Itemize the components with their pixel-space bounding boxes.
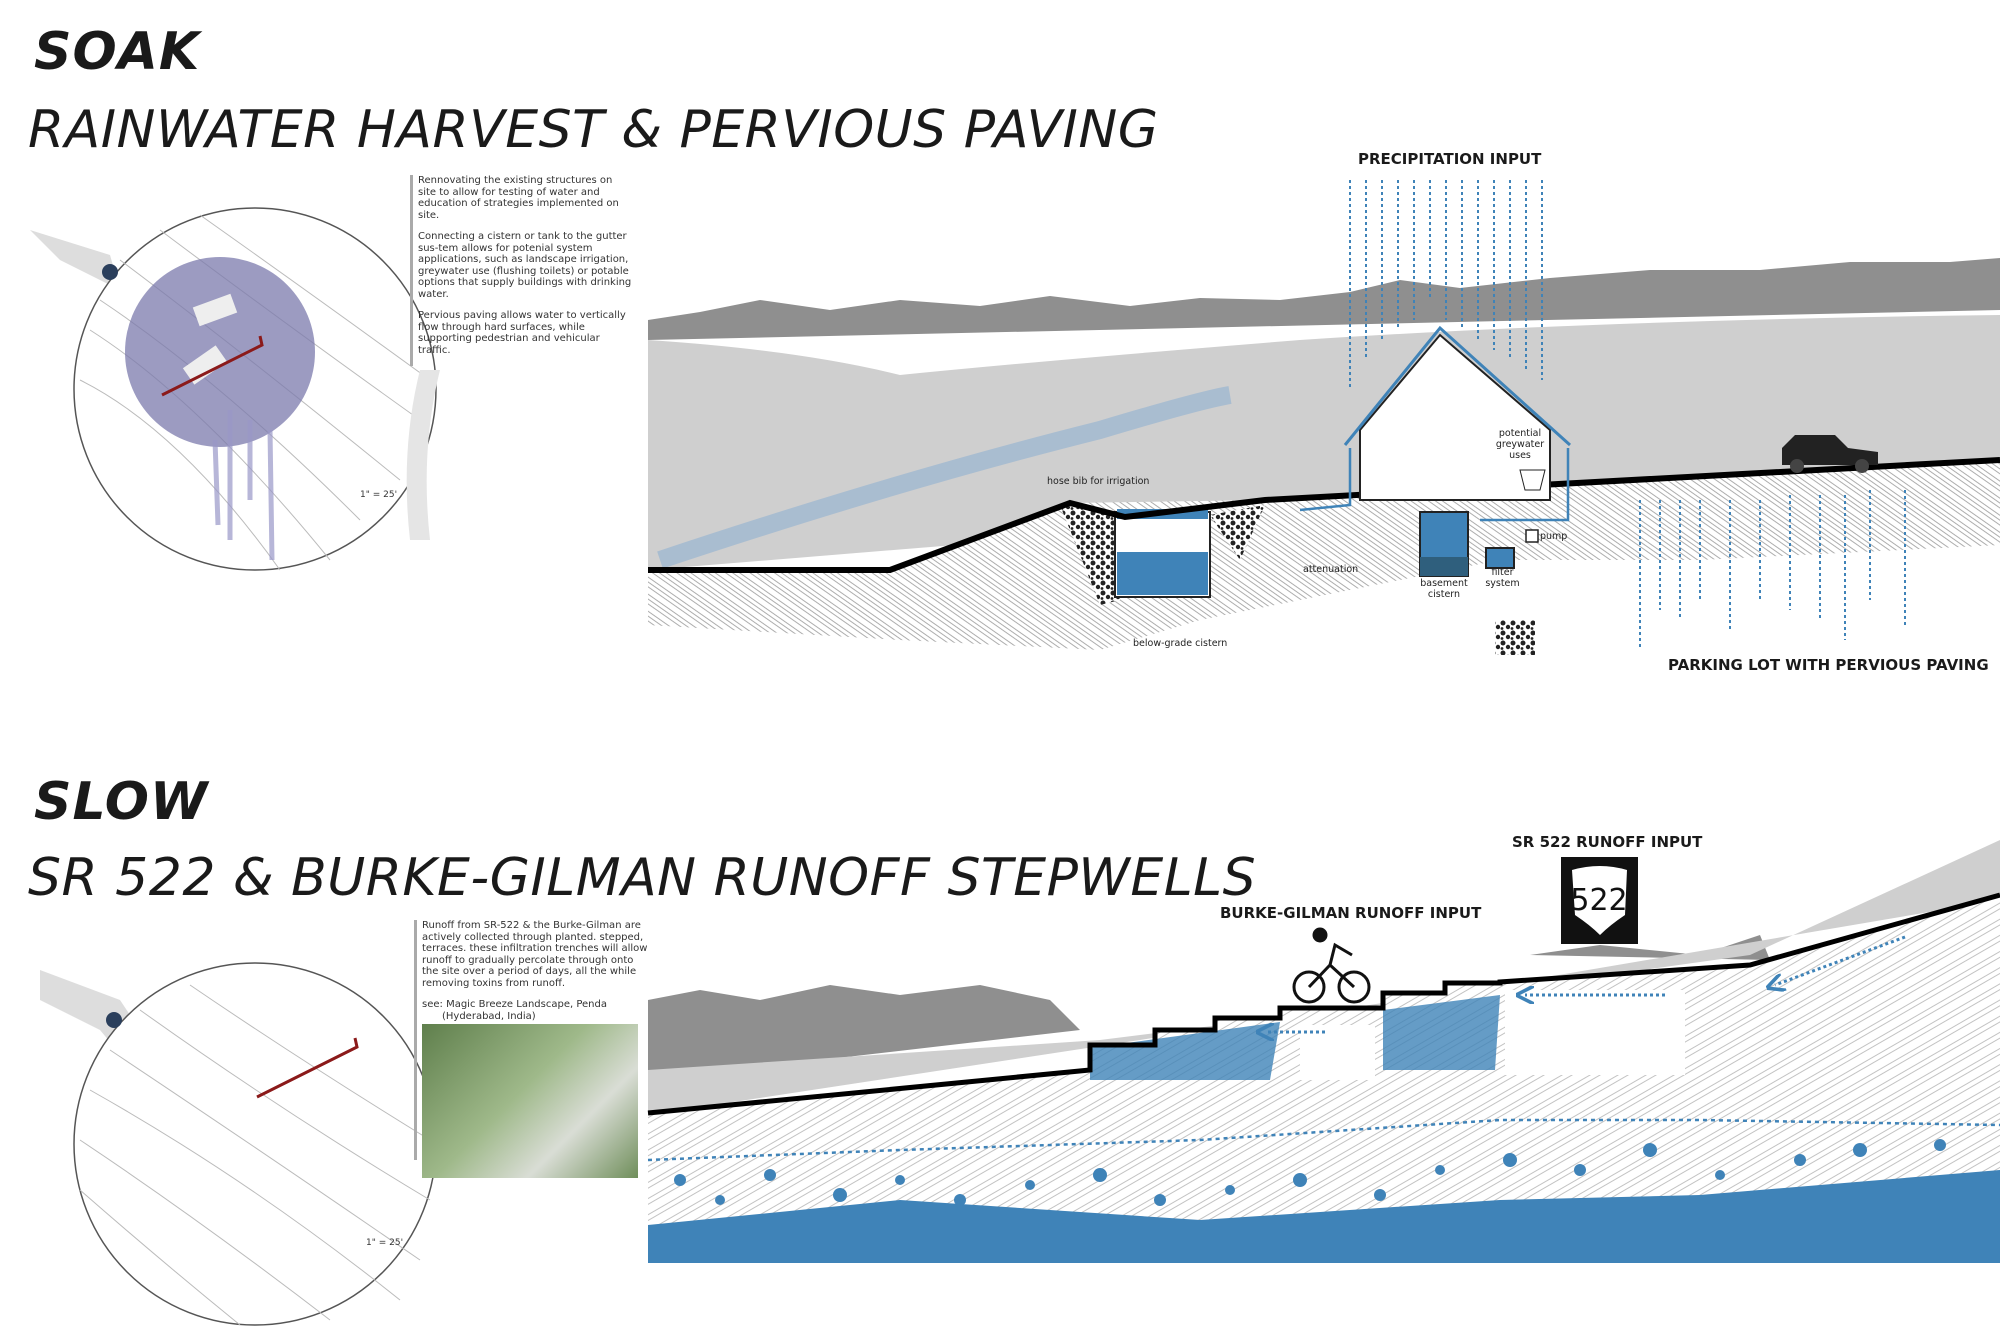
pump: [1525, 529, 1539, 543]
slow-title: SR 522 & BURKE-GILMAN RUNOFF STEPWELLS: [28, 848, 1257, 908]
subsoil-slow: [648, 895, 2000, 1263]
soak-paragraph-1: Rennovating the existing structures on s…: [418, 175, 619, 221]
parking-lot-label: PARKING LOT WITH PERVIOUS PAVING: [1668, 656, 1989, 674]
below-grade-cistern-label: below-grade cistern: [1133, 638, 1227, 649]
groundwater: [648, 1170, 2000, 1263]
precipitation-arrows: [1349, 180, 1543, 390]
sr522-label: SR 522 RUNOFF INPUT: [1512, 833, 1703, 851]
slow-paragraph: Runoff from SR-522 & the Burke-Gilman ar…: [422, 920, 648, 989]
subsoil: [648, 460, 2000, 650]
stream: [657, 386, 1232, 569]
location-marker: [102, 264, 118, 280]
burke-gilman-label: BURKE-GILMAN RUNOFF INPUT: [1220, 904, 1482, 922]
below-grade-cistern: [1114, 511, 1211, 598]
stepwell-trenches: [1090, 995, 1500, 1080]
treeline: [648, 258, 2000, 340]
car-icon: [1782, 435, 1878, 473]
reference-text: see: Magic Breeze Landscape, Penda: [422, 999, 607, 1010]
treeline-slow: [648, 985, 1080, 1080]
slow-description: Runoff from SR-522 & the Burke-Gilman ar…: [414, 920, 652, 1178]
ground-surface: [648, 315, 2000, 570]
section-cut-line: [161, 335, 264, 397]
shield-number: 522: [1570, 883, 1627, 918]
soak-paragraph-3: Pervious paving allows water to vertical…: [418, 310, 626, 356]
location-marker-slow: [106, 1012, 122, 1028]
soak-heading: SOAK: [34, 22, 201, 82]
slow-scale: 1" = 25': [366, 1238, 403, 1248]
reference-location: (Hyderabad, India): [442, 1010, 536, 1022]
infiltration-arrows: [1639, 490, 1906, 650]
water-table-line: [647, 1118, 2000, 1162]
house: [1359, 333, 1551, 501]
site-plan-map-slow: 1" = 25': [40, 962, 437, 1326]
soak-description: Rennovating the existing structures on s…: [410, 175, 633, 366]
slope-runoff-arrow: [1775, 935, 1906, 985]
soak-paragraph-2: Connecting a cistern or tank to the gutt…: [418, 231, 632, 300]
cyclist-icon: [1292, 927, 1371, 1004]
greywater-label: potential greywater uses: [1495, 428, 1545, 461]
toilet-icon: [1519, 469, 1546, 491]
precipitation-input-label: PRECIPITATION INPUT: [1358, 150, 1542, 168]
rainwater-section-diagram: hose bib for irrigation below-grade cist…: [648, 180, 2000, 655]
attenuation-label: attenuation: [1303, 564, 1358, 575]
slow-heading: SLOW: [34, 772, 209, 832]
soak-title: RAINWATER HARVEST & PERVIOUS PAVING: [28, 100, 1159, 160]
basement-cistern: [1419, 511, 1469, 577]
section-cut-line-slow: [256, 1037, 359, 1099]
soak-scale: 1" = 25': [360, 490, 397, 500]
sr522-shield-icon: 522: [1561, 857, 1638, 944]
filter-system-label: filter system: [1485, 567, 1520, 589]
site-plan-map-soak: 1" = 25': [30, 207, 440, 571]
hose-bib-label: hose bib for irrigation: [1047, 476, 1149, 487]
basement-cistern-label: basement cistern: [1420, 578, 1468, 600]
watercolor-site-area: [125, 257, 315, 447]
pump-label: pump: [1540, 531, 1567, 542]
reference-photo: [422, 1024, 638, 1178]
percolation-dots: [674, 1139, 1946, 1206]
grade-line-slow: [647, 892, 2000, 1116]
filter-system: [1485, 547, 1515, 569]
grade-line: [648, 457, 2000, 573]
